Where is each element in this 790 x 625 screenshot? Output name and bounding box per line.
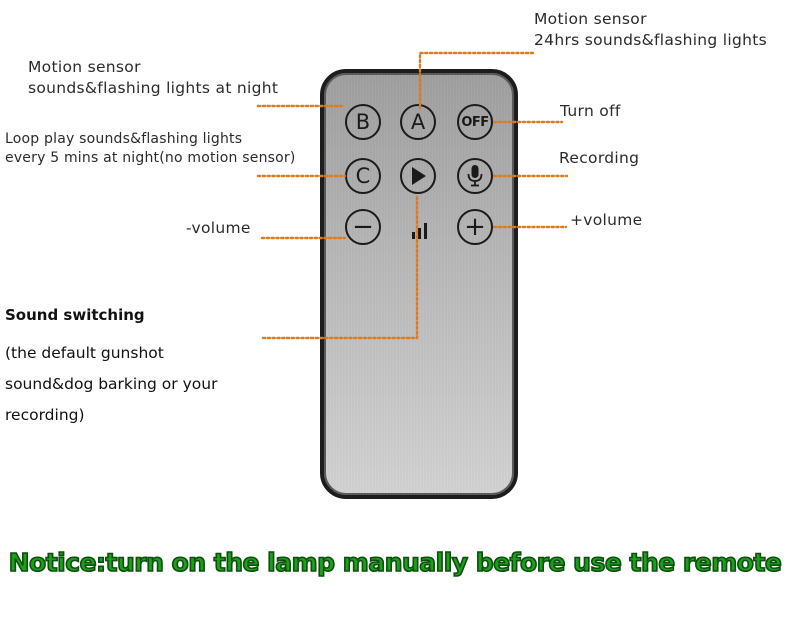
remote-control: B A OFF C − + [320, 69, 518, 499]
label-motion-night: Motion sensor sounds&flashing lights at … [28, 58, 279, 97]
button-volume-up[interactable]: + [457, 209, 493, 245]
button-play[interactable] [400, 158, 436, 194]
play-icon [412, 167, 426, 185]
signal-bars-icon [412, 221, 428, 239]
label-motion-24hrs: Motion sensor 24hrs sounds&flashing ligh… [534, 10, 768, 49]
label-loop-play: Loop play sounds&flashing lights every 5… [5, 131, 296, 166]
button-record[interactable] [457, 158, 493, 194]
notice-banner: Notice:turn on the lamp manually before … [8, 547, 783, 578]
leader-sound-switching [261, 194, 419, 340]
button-a[interactable]: A [400, 104, 436, 140]
label-volume-up: +volume [570, 211, 643, 229]
label-volume-down: -volume [186, 219, 251, 237]
label-recording: Recording [559, 149, 640, 167]
button-off[interactable]: OFF [457, 104, 493, 140]
mic-icon [467, 165, 483, 187]
button-b[interactable]: B [345, 104, 381, 140]
label-sound-switching-title: Sound switching [5, 306, 145, 324]
button-volume-down[interactable]: − [345, 209, 381, 245]
leader-a [418, 51, 535, 110]
label-sound-switching-desc: (the default gunshot sound&dog barking o… [5, 344, 218, 424]
label-turn-off: Turn off [560, 102, 621, 120]
